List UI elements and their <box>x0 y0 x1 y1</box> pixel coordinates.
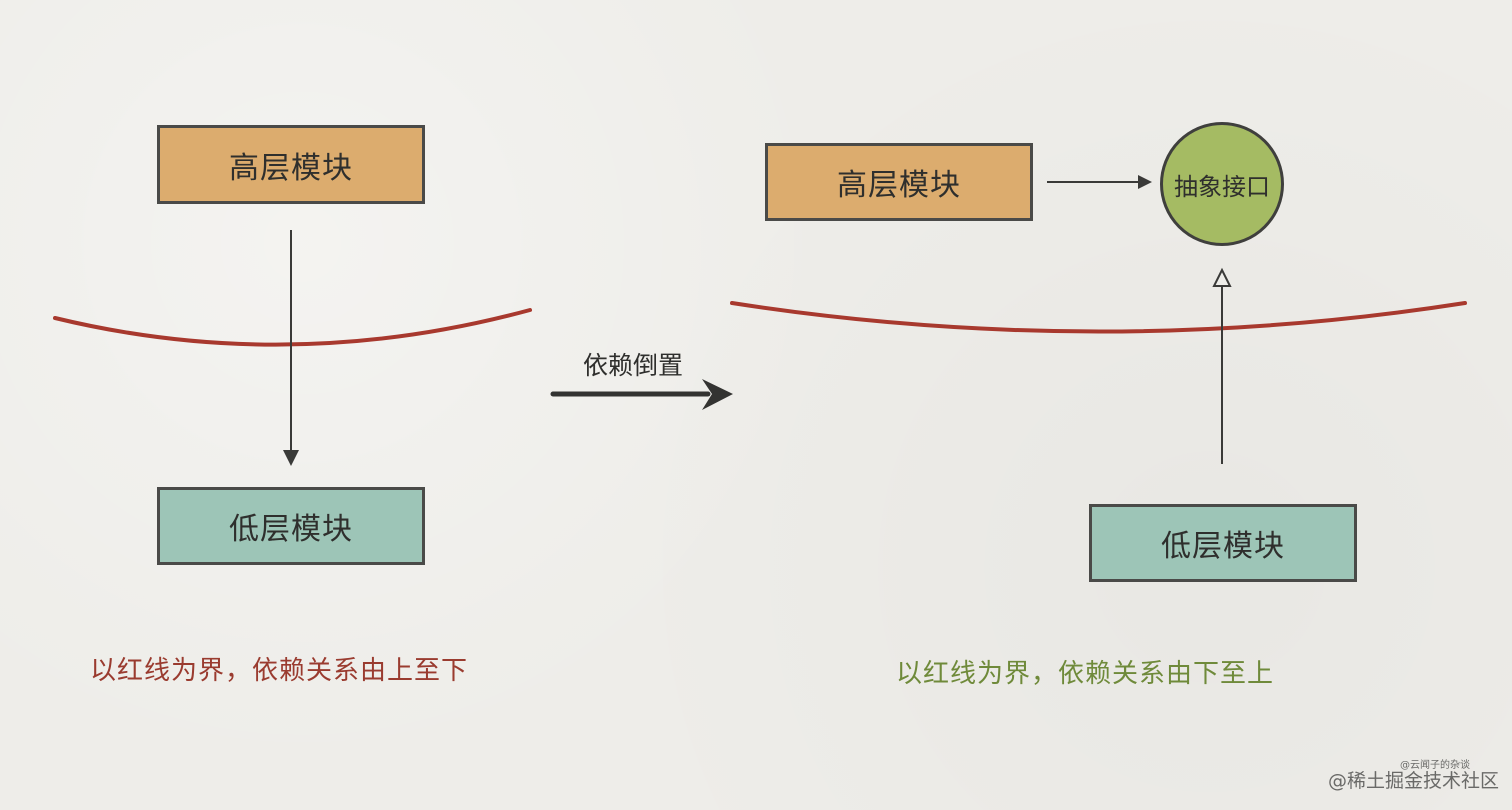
inversion-label: 依赖倒置 <box>583 351 684 380</box>
left-high-module-label: 高层模块 <box>229 150 353 186</box>
author-watermark: @云闻子的杂谈 <box>1400 760 1470 771</box>
abstract-interface-circle: 抽象接口 <box>1160 122 1284 246</box>
high-to-interface-arrowhead <box>1138 175 1152 189</box>
left-caption: 以红线为界，依赖关系由上至下 <box>90 656 469 686</box>
right-high-module-label: 高层模块 <box>837 168 961 203</box>
right-low-module-box: 低层模块 <box>1089 504 1357 582</box>
left-low-module-box: 低层模块 <box>157 487 425 565</box>
right-high-module-box: 高层模块 <box>765 143 1033 221</box>
left-boundary-line <box>53 308 532 347</box>
right-low-module-label: 低层模块 <box>1161 529 1285 564</box>
abstract-interface-label: 抽象接口 <box>1174 172 1270 201</box>
implements-arrowhead <box>1212 267 1232 287</box>
right-boundary-line <box>730 301 1467 334</box>
right-caption: 以红线为界，依赖关系由下至上 <box>896 659 1275 689</box>
left-low-module-label: 低层模块 <box>229 512 353 547</box>
inversion-arrowhead <box>702 379 733 410</box>
site-watermark: @稀土掘金技术社区 <box>1328 770 1500 792</box>
left-arrowhead <box>283 450 299 466</box>
left-high-module-box: 高层模块 <box>157 125 425 204</box>
